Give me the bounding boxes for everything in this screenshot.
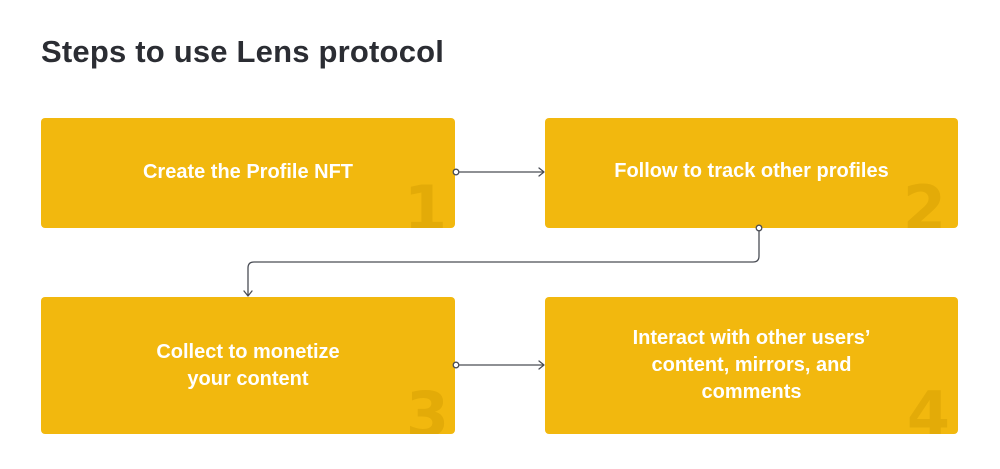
step-number-4: 4 <box>906 378 950 435</box>
connector-2-to-3 <box>243 224 763 297</box>
step-number-2: 2 <box>902 172 946 229</box>
step-label-4: Interact with other users’ content, mirr… <box>632 327 871 403</box>
connector-1-to-2 <box>452 167 545 177</box>
step-label-3: Collect to monetize your content <box>156 340 340 390</box>
step-label-2: Follow to track other profiles <box>614 159 889 182</box>
step-label-1: Create the Profile NFT <box>142 160 354 183</box>
step-number-3: 3 <box>405 378 449 435</box>
step-box-3: 3 Collect to monetize your content <box>41 297 455 434</box>
step-box-4: 4 Interact with other users’ content, mi… <box>545 297 958 434</box>
step-box-2: 2 Follow to track other profiles <box>545 118 958 228</box>
step-number-1: 1 <box>403 172 447 229</box>
connector-3-to-4 <box>452 360 545 370</box>
page-title: Steps to use Lens protocol <box>41 34 445 69</box>
step-box-1: 1 Create the Profile NFT <box>41 118 455 228</box>
